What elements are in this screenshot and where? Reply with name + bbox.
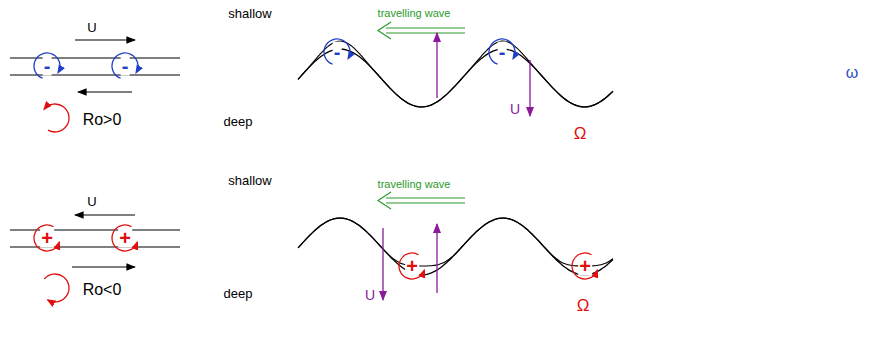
vortex-sign: - [333, 42, 342, 62]
vortex-arc [489, 39, 515, 64]
positive-vortex: + [109, 222, 141, 254]
layer-line [10, 57, 180, 58]
travel-arrow [378, 192, 465, 209]
rotation-arc [44, 274, 69, 302]
flow-arrow [75, 214, 135, 215]
negative-vortex: - [486, 36, 518, 68]
positive-vortex: + [569, 250, 601, 282]
wave-line [298, 49, 613, 107]
vortex-arc [399, 253, 424, 279]
vortex-sign: + [118, 228, 132, 248]
wave-line [298, 41, 613, 107]
vortex-arc [572, 253, 597, 279]
wave-label: travelling wave [378, 178, 451, 190]
symbol-label: Ω [574, 125, 587, 144]
travel-arrow [378, 22, 465, 39]
layer-line [10, 74, 180, 75]
rossby-label: Ro>0 [83, 111, 122, 129]
vortex-sign: + [405, 256, 419, 276]
vortex-arc [112, 53, 138, 78]
flow-arrow [72, 266, 135, 267]
vortex-sign: - [498, 42, 507, 62]
velocity-label: U [510, 102, 520, 117]
vortex-sign: + [578, 256, 592, 276]
layer-label: deep [224, 287, 253, 301]
negative-vortex: - [321, 36, 353, 68]
vortex-sign: + [40, 228, 54, 248]
vortex-arc [34, 225, 59, 251]
velocity-arrow [529, 60, 530, 116]
symbol-label: Ω [577, 297, 590, 316]
flow-arrow [78, 91, 132, 92]
rossby-label: Ro<0 [83, 281, 122, 299]
wave-label: travelling wave [378, 7, 451, 19]
wave-line [298, 218, 613, 266]
velocity-label: U [365, 288, 375, 303]
vortex-arc [112, 225, 137, 251]
layer-label: deep [224, 115, 253, 129]
velocity-label: U [87, 21, 96, 35]
negative-vortex: - [31, 50, 63, 82]
velocity-arrow [436, 33, 437, 98]
vortex-arc [324, 39, 350, 64]
negative-vortex: - [109, 50, 141, 82]
symbol-label: ω [846, 64, 859, 82]
velocity-arrow [382, 228, 383, 300]
vortex-sign: - [43, 56, 52, 76]
vortex-arc [34, 53, 60, 78]
layer-line [10, 246, 180, 247]
rotation-arc [44, 104, 69, 132]
wave-line [298, 218, 613, 275]
velocity-arrow [436, 224, 437, 293]
layer-label: shallow [228, 7, 271, 21]
layer-label: shallow [228, 174, 271, 188]
positive-vortex: + [396, 250, 428, 282]
positive-vortex: + [31, 222, 63, 254]
velocity-label: U [87, 195, 96, 209]
flow-arrow [75, 39, 135, 40]
vortex-sign: - [121, 56, 130, 76]
layer-line [10, 229, 180, 230]
